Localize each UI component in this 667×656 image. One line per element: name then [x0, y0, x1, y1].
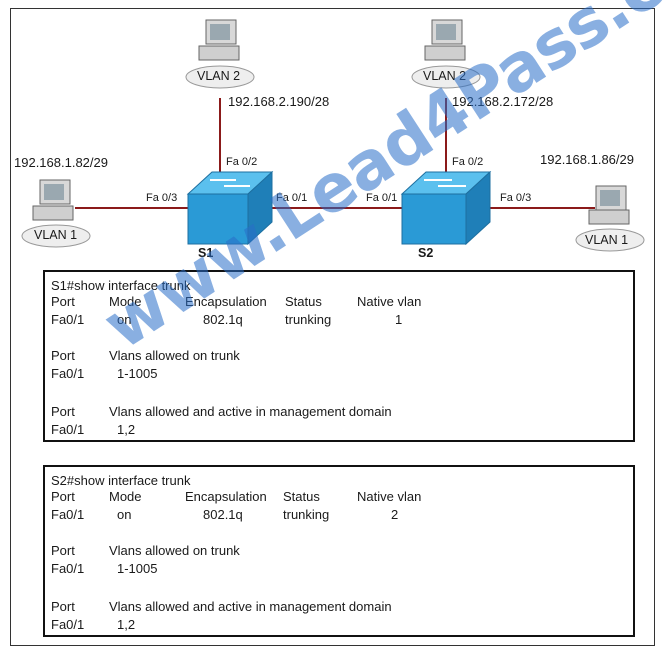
switch-s2-icon	[400, 170, 492, 246]
s1-trunk-output: S1#show interface trunk Port Mode Encaps…	[43, 270, 635, 442]
s2-port-top: Fa 0/2	[452, 156, 484, 168]
s1-col-encapsulation: Encapsulation	[185, 294, 267, 309]
s1-port-top: Fa 0/2	[226, 156, 258, 168]
s2-val-mode: on	[117, 507, 132, 522]
s2-col-native-vlan: Native vlan	[357, 489, 422, 504]
switch-s2-name: S2	[418, 246, 434, 260]
vlan-label-s2-top: VLAN 2	[423, 69, 467, 83]
s1-col-native-vlan: Native vlan	[357, 294, 422, 309]
diagram-frame	[10, 8, 655, 646]
ip-label-s1-top: 192.168.2.190/28	[228, 94, 330, 109]
s1-port-left: Fa 0/3	[146, 192, 178, 204]
s2-allowed-vlans: 1-1005	[117, 561, 158, 576]
s2-active-port: Fa0/1	[51, 617, 85, 632]
switch-s1-icon	[186, 170, 274, 246]
s2-val-encapsulation: 802.1q	[203, 507, 243, 522]
s2-active-port-header: Port	[51, 599, 75, 614]
pc-s1-top-icon	[185, 19, 255, 89]
s2-trunk-output: S2#show interface trunk Port Mode Encaps…	[43, 465, 635, 637]
vlan-label-s2-right: VLAN 1	[585, 233, 629, 247]
pc-s2-right-icon	[575, 185, 645, 252]
s1-port-right: Fa 0/1	[276, 192, 308, 204]
s1-allowed-port: Fa0/1	[51, 366, 85, 381]
s2-allowed-port-header: Port	[51, 543, 75, 558]
s1-val-port: Fa0/1	[51, 312, 85, 327]
s2-port-left: Fa 0/1	[366, 192, 398, 204]
s2-val-port: Fa0/1	[51, 507, 85, 522]
s1-active-port: Fa0/1	[51, 422, 85, 437]
ip-label-s2-right: 192.168.1.86/29	[540, 152, 634, 167]
s2-active-vlans: 1,2	[117, 617, 136, 632]
s1-val-mode: on	[117, 312, 132, 327]
s2-col-mode: Mode	[109, 489, 142, 504]
s2-command: S2#show interface trunk	[51, 473, 191, 488]
s1-allowed-port-header: Port	[51, 348, 75, 363]
s1-active-port-header: Port	[51, 404, 75, 419]
s2-allowed-port: Fa0/1	[51, 561, 85, 576]
s1-allowed-header: Vlans allowed on trunk	[109, 348, 240, 363]
switch-s1-name: S1	[198, 246, 214, 260]
s1-active-header: Vlans allowed and active in management d…	[109, 404, 392, 419]
ip-label-s2-top: 192.168.2.172/28	[452, 94, 554, 109]
s1-col-status: Status	[285, 294, 322, 309]
s2-port-right: Fa 0/3	[500, 192, 532, 204]
vlan-label-s1-top: VLAN 2	[197, 69, 241, 83]
s1-val-status: trunking	[285, 312, 332, 327]
s2-val-native-vlan: 2	[391, 507, 399, 522]
s2-allowed-header: Vlans allowed on trunk	[109, 543, 240, 558]
vlan-label-s1-left: VLAN 1	[34, 228, 78, 242]
s2-active-header: Vlans allowed and active in management d…	[109, 599, 392, 614]
s1-val-encapsulation: 802.1q	[203, 312, 243, 327]
s1-allowed-vlans: 1-1005	[117, 366, 158, 381]
s2-col-status: Status	[283, 489, 320, 504]
pc-s1-left-icon	[21, 179, 91, 248]
s2-col-port: Port	[51, 489, 75, 504]
s1-val-native-vlan: 1	[395, 312, 403, 327]
s1-col-port: Port	[51, 294, 75, 309]
s2-col-encapsulation: Encapsulation	[185, 489, 267, 504]
s1-active-vlans: 1,2	[117, 422, 136, 437]
ip-label-s1-left: 192.168.1.82/29	[14, 155, 108, 170]
s2-val-status: trunking	[283, 507, 330, 522]
s1-col-mode: Mode	[109, 294, 142, 309]
pc-s2-top-icon	[411, 19, 481, 89]
s1-command: S1#show interface trunk	[51, 278, 191, 293]
